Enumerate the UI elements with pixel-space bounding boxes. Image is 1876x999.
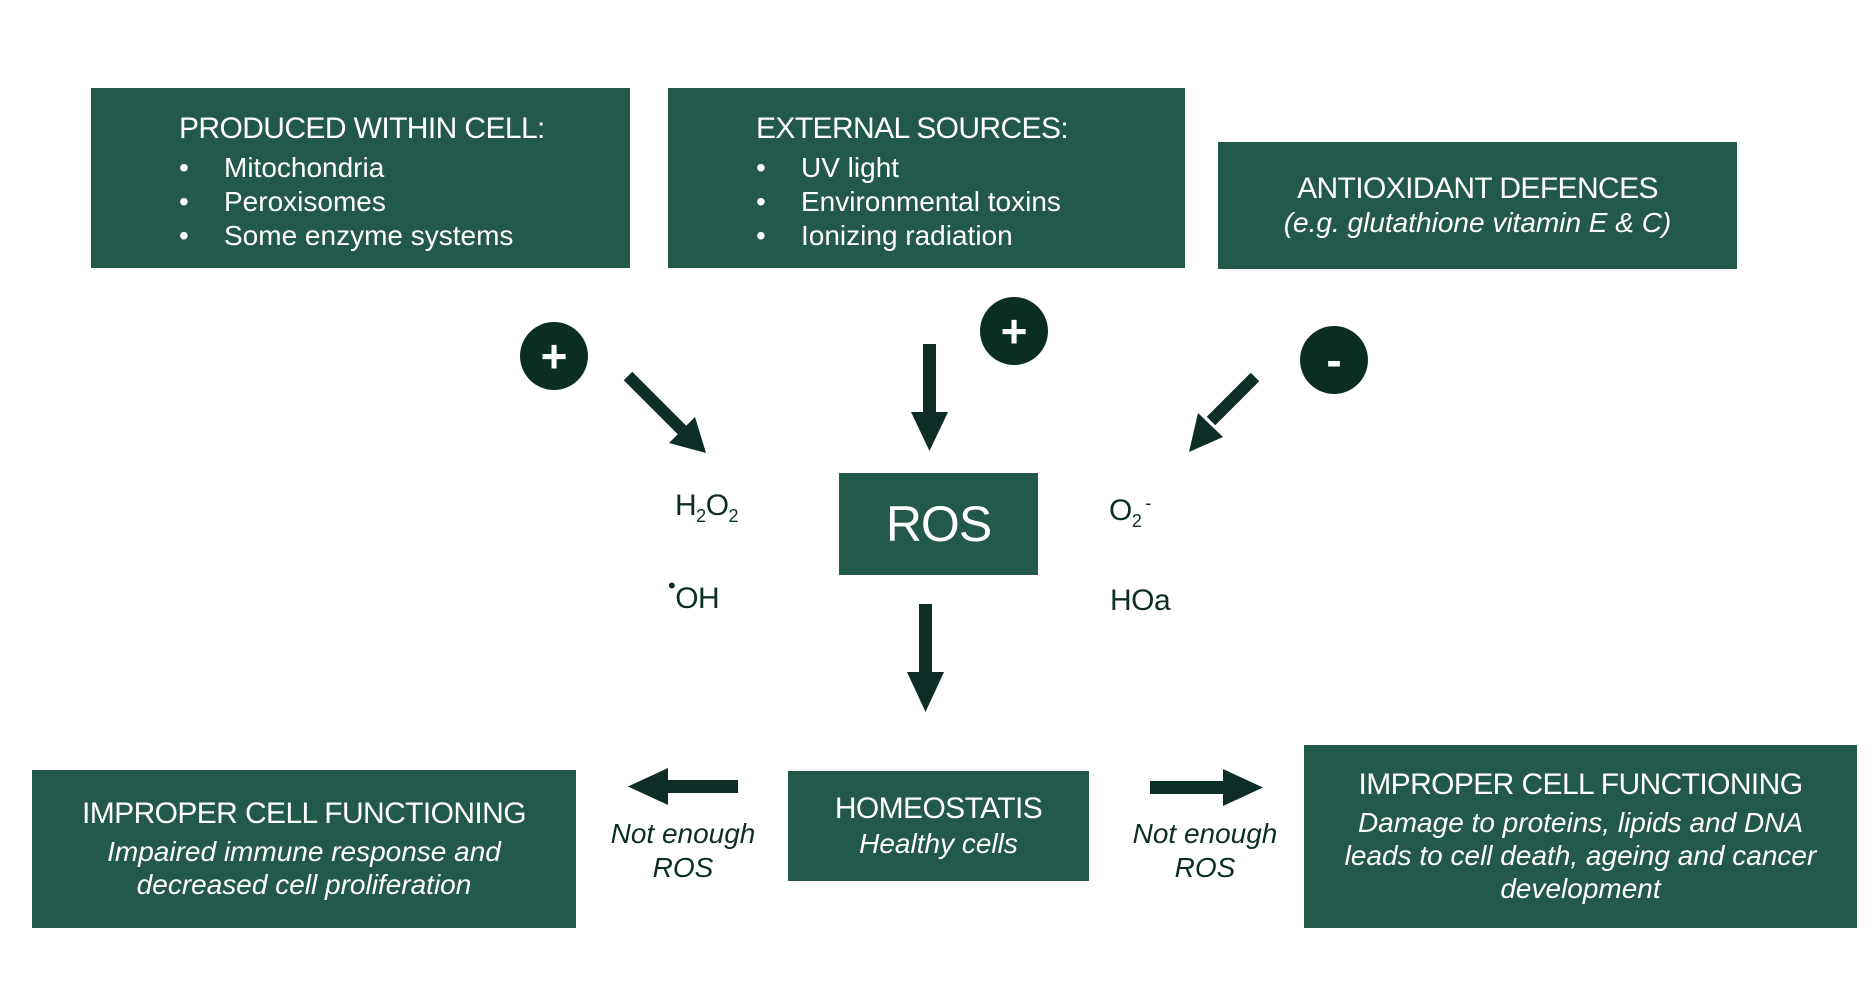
improper-right-subtitle: Damage to proteins, lipids and DNA leads… [1344, 807, 1817, 905]
note-right-line-2: ROS [1174, 852, 1236, 883]
minus-right-icon: - [1300, 326, 1368, 394]
improper-left-title: IMPROPER CELL FUNCTIONING [82, 796, 527, 830]
antioxidant-defences-box: ANTIOXIDANT DEFENCES (e.g. glutathione v… [1218, 142, 1737, 269]
superoxide-formula: O2- [1109, 493, 1151, 531]
bullet-icon: • [179, 219, 189, 251]
arrow-homeostasis-to-right [1150, 769, 1263, 806]
bullet-icon: • [756, 185, 766, 217]
plus-left-icon: + [520, 322, 588, 390]
arrow-antioxidant-to-ros [1189, 372, 1260, 452]
improper-right-box: IMPROPER CELL FUNCTIONING Damage to prot… [1304, 745, 1857, 928]
improper-left-subtitle: Impaired immune response and decreased c… [107, 836, 501, 901]
bullet-icon: • [179, 185, 189, 217]
note-left-line-1: Not enough [610, 818, 756, 849]
note-left: Not enough ROS [594, 817, 772, 885]
external-sources-list: •UV light •Environmental toxins •Ionizin… [756, 151, 1185, 253]
note-right: Not enough ROS [1112, 817, 1298, 885]
list-item: •Environmental toxins [756, 185, 1061, 217]
improper-right-title: IMPROPER CELL FUNCTIONING [1358, 767, 1804, 801]
produced-within-cell-title: PRODUCED WITHIN CELL: [179, 112, 545, 145]
homeostasis-title: HOMEOSTATIS [834, 792, 1043, 826]
h2o2-formula: H2O2 [675, 489, 739, 526]
antioxidant-defences-title: ANTIOXIDANT DEFENCES [1297, 171, 1658, 205]
arrow-ros-to-homeostasis [907, 604, 944, 712]
bullet-icon: • [756, 151, 766, 183]
list-item: •Some enzyme systems [179, 219, 514, 251]
antioxidant-defences-subtitle: (e.g. glutathione vitamin E & C) [1283, 207, 1672, 239]
external-sources-title: EXTERNAL SOURCES: [756, 112, 1069, 145]
external-sources-box: EXTERNAL SOURCES: •UV light •Environment… [668, 88, 1185, 268]
hydroxyl-formula: •OH [668, 573, 720, 615]
bullet-icon: • [756, 219, 766, 251]
homeostasis-box: HOMEOSTATIS Healthy cells [788, 771, 1089, 881]
ros-box: ROS [839, 473, 1038, 575]
note-left-line-2: ROS [652, 852, 714, 883]
list-item: •UV light [756, 151, 900, 183]
list-item: •Mitochondria [179, 151, 385, 183]
ros-title: ROS [885, 496, 992, 552]
hoa-formula: HOa [1110, 584, 1171, 617]
homeostasis-subtitle: Healthy cells [859, 827, 1018, 859]
plus-middle-icon: + [980, 297, 1048, 365]
arrow-homeostasis-to-left [628, 768, 738, 805]
bullet-icon: • [179, 151, 189, 183]
note-right-line-1: Not enough [1132, 818, 1278, 849]
produced-within-cell-box: PRODUCED WITHIN CELL: •Mitochondria •Per… [91, 88, 630, 268]
list-item: •Peroxisomes [179, 185, 386, 217]
produced-within-cell-list: •Mitochondria •Peroxisomes •Some enzyme … [179, 151, 630, 253]
arrow-within-to-ros [623, 371, 706, 453]
arrow-external-to-ros [911, 344, 948, 451]
list-item: •Ionizing radiation [756, 219, 1013, 251]
improper-left-box: IMPROPER CELL FUNCTIONING Impaired immun… [32, 770, 576, 928]
